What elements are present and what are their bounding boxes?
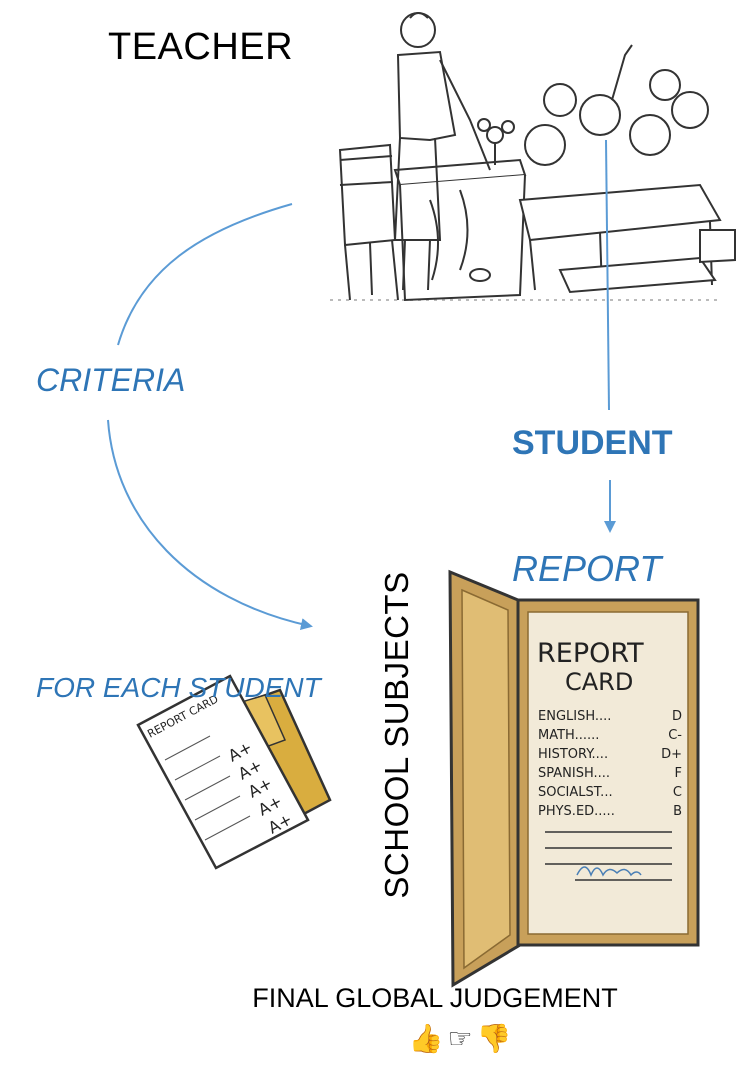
report-card-grade: C- — [668, 728, 682, 743]
teacher-label: TEACHER — [108, 26, 294, 68]
classroom-illustration — [330, 12, 736, 302]
report-card-grade: D — [672, 709, 682, 724]
report-card-subject: PHYS.ED..... — [538, 804, 615, 819]
report-card-subject: MATH...... — [538, 728, 599, 743]
for-each-student-label: FOR EACH STUDENT — [36, 672, 321, 703]
final-global-judgement-label: FINAL GLOBAL JUDGEMENT — [252, 983, 618, 1013]
report-card-grade: D+ — [661, 747, 682, 762]
report-card-rows: ENGLISH.... D MATH...... C- HISTORY.... D+ SPA… — [538, 709, 682, 819]
pointing-hand-icon: ☞ — [447, 1023, 473, 1054]
report-card-title-1: REPORT — [537, 638, 644, 669]
report-card-subject: HISTORY.... — [538, 747, 608, 762]
criteria-arrow — [107, 419, 313, 630]
signature-icon — [576, 866, 642, 878]
report-card-subject: ENGLISH.... — [538, 709, 611, 724]
thumbs-up-icon: 👍 — [408, 1023, 444, 1054]
report-card-title-2: CARD — [565, 668, 633, 696]
judgement-icons: 👍 ☞ 👍 — [330, 1022, 590, 1055]
student-pointer-line — [605, 139, 610, 411]
school-subjects-label: SCHOOL SUBJECTS — [378, 571, 415, 899]
report-card-grade: F — [675, 766, 682, 781]
criteria-curve-top — [117, 203, 293, 346]
report-card-grade: C — [673, 785, 682, 800]
report-card-grade: B — [673, 804, 682, 819]
criteria-label: CRITERIA — [36, 362, 186, 398]
student-label: STUDENT — [512, 424, 673, 462]
report-label: REPORT — [512, 548, 662, 589]
report-card-subject: SPANISH.... — [538, 766, 610, 781]
small-report-card: REPORT CARD A+A+A+A+A+ — [136, 674, 332, 870]
report-card-board: REPORT CARD ENGLISH.... D MATH...... C- HIST… — [448, 569, 700, 988]
report-card-subject: SOCIALST... — [538, 785, 613, 800]
thumbs-down-icon: 👍 — [476, 1023, 512, 1054]
